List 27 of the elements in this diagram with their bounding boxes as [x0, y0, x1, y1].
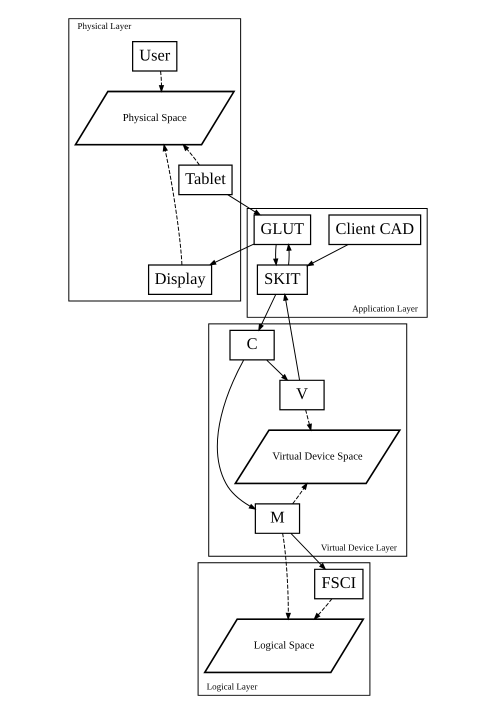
arrow	[313, 598, 332, 620]
arrow	[216, 359, 257, 510]
arrow	[258, 294, 276, 332]
arrow	[282, 532, 291, 620]
node-box: User	[132, 40, 178, 72]
arrow	[227, 194, 262, 216]
arrow	[290, 533, 326, 570]
arrow	[292, 482, 308, 504]
arrow	[272, 244, 278, 266]
arrow	[158, 70, 164, 93]
node-box: Display	[148, 264, 212, 296]
node-box: M	[254, 503, 300, 534]
arrow	[266, 359, 288, 382]
node-box: V	[279, 380, 325, 410]
node-box: Tablet	[178, 164, 233, 196]
node-box: Client CAD	[328, 214, 422, 246]
node-box: SKIT	[256, 264, 308, 296]
arrow	[305, 409, 312, 432]
node-box: GLUT	[254, 214, 312, 246]
arrow	[283, 292, 300, 381]
arrow	[306, 244, 349, 266]
arrow	[208, 244, 254, 266]
arrow	[286, 243, 292, 266]
arrow	[162, 144, 182, 266]
arrow	[182, 144, 200, 166]
node-box: FSCI	[314, 568, 364, 600]
node-box: C	[229, 330, 275, 360]
